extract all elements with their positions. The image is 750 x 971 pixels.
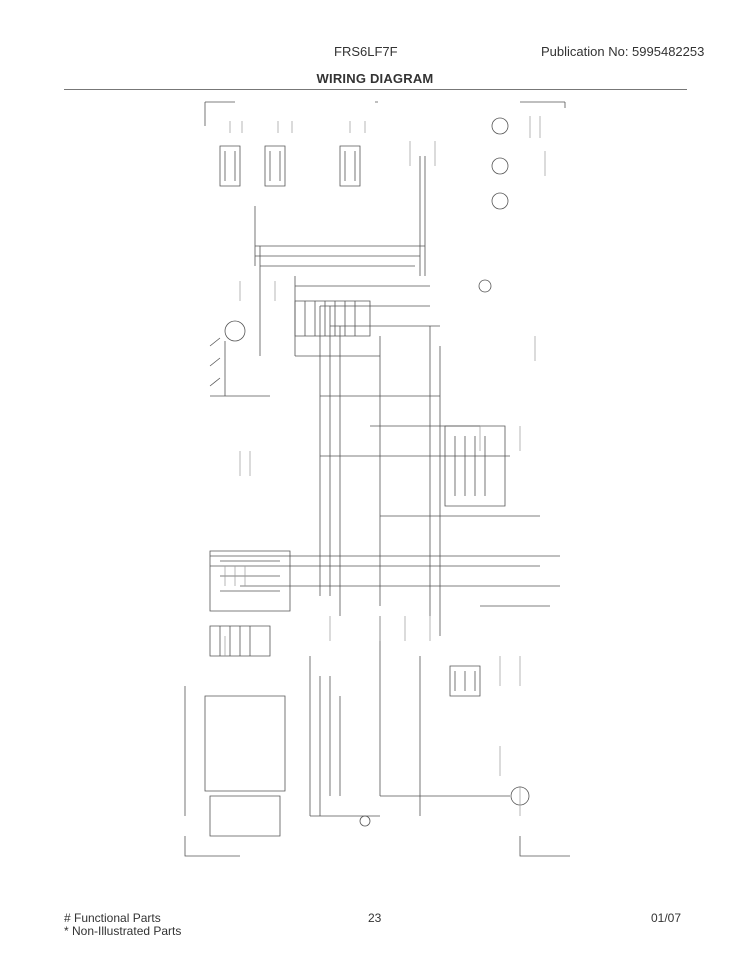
lower-left-module [209, 550, 291, 612]
bottom-wiring [309, 616, 510, 817]
relay-board [449, 665, 481, 697]
motor-left [224, 320, 246, 342]
model-number: FRS6LF7F [334, 44, 398, 59]
page-number: 23 [368, 911, 382, 925]
publication-number: Publication No: 5995482253 [541, 44, 705, 59]
frame-left [184, 102, 240, 857]
frame-right [519, 102, 570, 857]
main-control-box [204, 695, 286, 837]
legend-functional-parts: # Functional Parts [64, 911, 161, 925]
terminal-bottom [359, 815, 371, 827]
motor-top-right-3 [491, 192, 509, 210]
revision-date: 01/07 [651, 911, 682, 925]
label-marks [224, 116, 546, 816]
motor-top-right-2 [491, 157, 509, 175]
switch-group-left [209, 337, 270, 397]
center-connector [294, 300, 371, 337]
header-divider [64, 89, 687, 90]
motor-top-right-1 [491, 117, 509, 135]
wiring-diagram [184, 101, 570, 857]
fan-right [478, 279, 492, 293]
legend-non-illustrated-parts: * Non-Illustrated Parts [64, 924, 182, 938]
harness-horizontals [210, 245, 560, 607]
top-coils [219, 145, 361, 187]
page-title: WIRING DIAGRAM [316, 71, 434, 86]
control-board-right [444, 425, 506, 507]
lower-connector [209, 625, 271, 657]
